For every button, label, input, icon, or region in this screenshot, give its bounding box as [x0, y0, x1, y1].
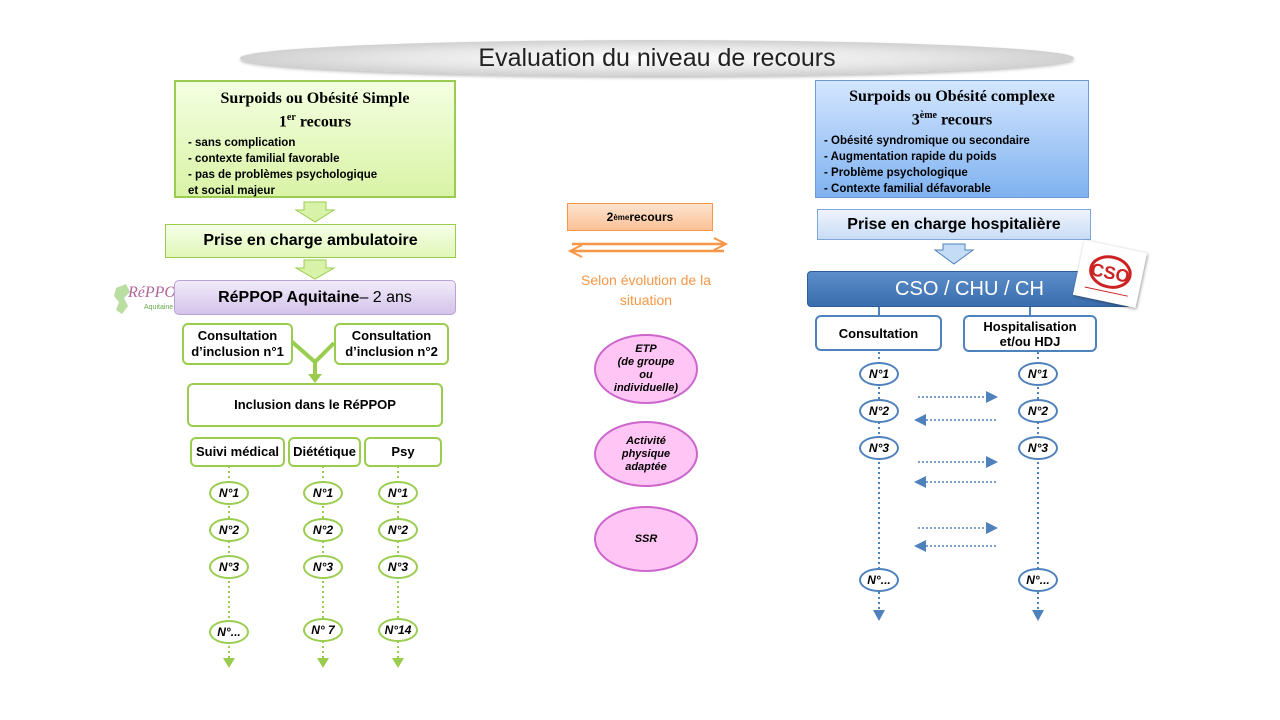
- step-psy-2: N°2: [378, 518, 418, 542]
- reppop-logo: RéPPOP Aquitaine: [110, 280, 186, 324]
- step-consultation-3: N°3: [859, 436, 899, 460]
- step-consultation-1: N°1: [859, 362, 899, 386]
- fat-arrow-left-2: [294, 259, 336, 280]
- y-connector-head: [308, 374, 322, 383]
- track-head-medical: [223, 658, 235, 668]
- page-title-text: Evaluation du niveau de recours: [478, 43, 836, 72]
- criteria-item: - Augmentation rapide du poids: [824, 151, 997, 164]
- hospitalisation-box: Hospitalisation et/ou HDJ: [963, 315, 1097, 352]
- inclusion-consult-1: Consultation d’inclusion n°1: [182, 323, 293, 365]
- complex-obesity-box: Surpoids ou Obésité complexe 3ème recour…: [815, 80, 1089, 198]
- reppop-network-name: RéPPOP Aquitaine: [218, 288, 360, 306]
- criteria-item: - Contexte familial défavorable: [824, 183, 991, 196]
- complex-obesity-title: Surpoids ou Obésité complexe: [849, 88, 1055, 105]
- simple-obesity-box: Surpoids ou Obésité Simple 1er recours -…: [174, 80, 456, 198]
- step-medical-n: N°...: [209, 620, 249, 644]
- step-psy-3: N°3: [378, 555, 418, 579]
- step-medical-1: N°1: [209, 481, 249, 505]
- step-dietetic-n: N° 7: [303, 618, 343, 642]
- ambulatory-care-box: Prise en charge ambulatoire: [165, 224, 456, 258]
- simple-obesity-criteria: - sans complication - contexte familial …: [188, 135, 444, 199]
- ssr-ellipse: SSR: [594, 506, 698, 572]
- etp-ellipse: ETP (de groupe ou individuelle): [594, 334, 698, 404]
- first-level-label: 1er recours: [278, 112, 352, 131]
- reppop-inclusion-box: Inclusion dans le RéPPOP: [187, 383, 443, 427]
- criteria-item: - pas de problèmes psychologique: [188, 169, 378, 182]
- hospital-care-box: Prise en charge hospitalière: [817, 209, 1091, 240]
- complex-obesity-criteria: - Obésité syndromique ou secondaire - Au…: [824, 133, 1078, 197]
- step-dietetic-2: N°2: [303, 518, 343, 542]
- track-head-psy: [392, 658, 404, 668]
- criteria-item: - Obésité syndromique ou secondaire: [824, 135, 1030, 148]
- reppop-network-box: RéPPOP Aquitaine – 2 ans: [174, 280, 456, 315]
- step-hospital-1: N°1: [1018, 362, 1058, 386]
- reppop-logo-text: RéPPOP: [128, 284, 186, 301]
- simple-obesity-title: Surpoids ou Obésité Simple: [220, 90, 410, 107]
- step-hospital-2: N°2: [1018, 399, 1058, 423]
- fat-arrow-left-1: [294, 201, 336, 223]
- track-medical-box: Suivi médical: [190, 437, 285, 467]
- criteria-item: et social majeur: [188, 185, 275, 198]
- cso-logo: CSO: [1072, 239, 1148, 309]
- consultation-box: Consultation: [815, 315, 942, 351]
- step-consultation-2: N°2: [859, 399, 899, 423]
- evolution-note: Selon évolution de la situation: [581, 272, 711, 308]
- third-level-label: 3ème recours: [911, 110, 993, 129]
- step-dietetic-1: N°1: [303, 481, 343, 505]
- double-arrow-orange: [567, 237, 729, 258]
- step-medical-3: N°3: [209, 555, 249, 579]
- reppop-logo-sub: Aquitaine: [144, 304, 174, 311]
- step-hospital-n: N°...: [1018, 568, 1058, 592]
- track-psy-box: Psy: [364, 437, 442, 467]
- reppop-duration: – 2 ans: [359, 288, 412, 306]
- step-consultation-n: N°...: [859, 568, 899, 592]
- page-title: Evaluation du niveau de recours: [240, 40, 1074, 76]
- track-head-consultation: [873, 610, 885, 621]
- step-psy-n: N°14: [378, 618, 418, 642]
- track-head-hospital: [1032, 610, 1044, 621]
- inclusion-consult-2: Consultation d’inclusion n°2: [334, 323, 449, 365]
- criteria-item: - sans complication: [188, 137, 296, 150]
- track-head-dietetic: [317, 658, 329, 668]
- criteria-item: - Problème psychologique: [824, 167, 968, 180]
- step-dietetic-3: N°3: [303, 555, 343, 579]
- reppop-logo-icon: [114, 284, 130, 314]
- cso-logo-icon: CSO: [1084, 255, 1132, 297]
- track-dietetic-box: Diététique: [288, 437, 361, 467]
- y-connector: [288, 338, 336, 376]
- step-psy-1: N°1: [378, 481, 418, 505]
- step-medical-2: N°2: [209, 518, 249, 542]
- ambulatory-care-label: Prise en charge ambulatoire: [203, 232, 418, 249]
- fat-arrow-right: [933, 243, 975, 265]
- criteria-item: - contexte familial favorable: [188, 153, 340, 166]
- physical-activity-ellipse: Activité physique adaptée: [594, 421, 698, 487]
- step-hospital-3: N°3: [1018, 436, 1058, 460]
